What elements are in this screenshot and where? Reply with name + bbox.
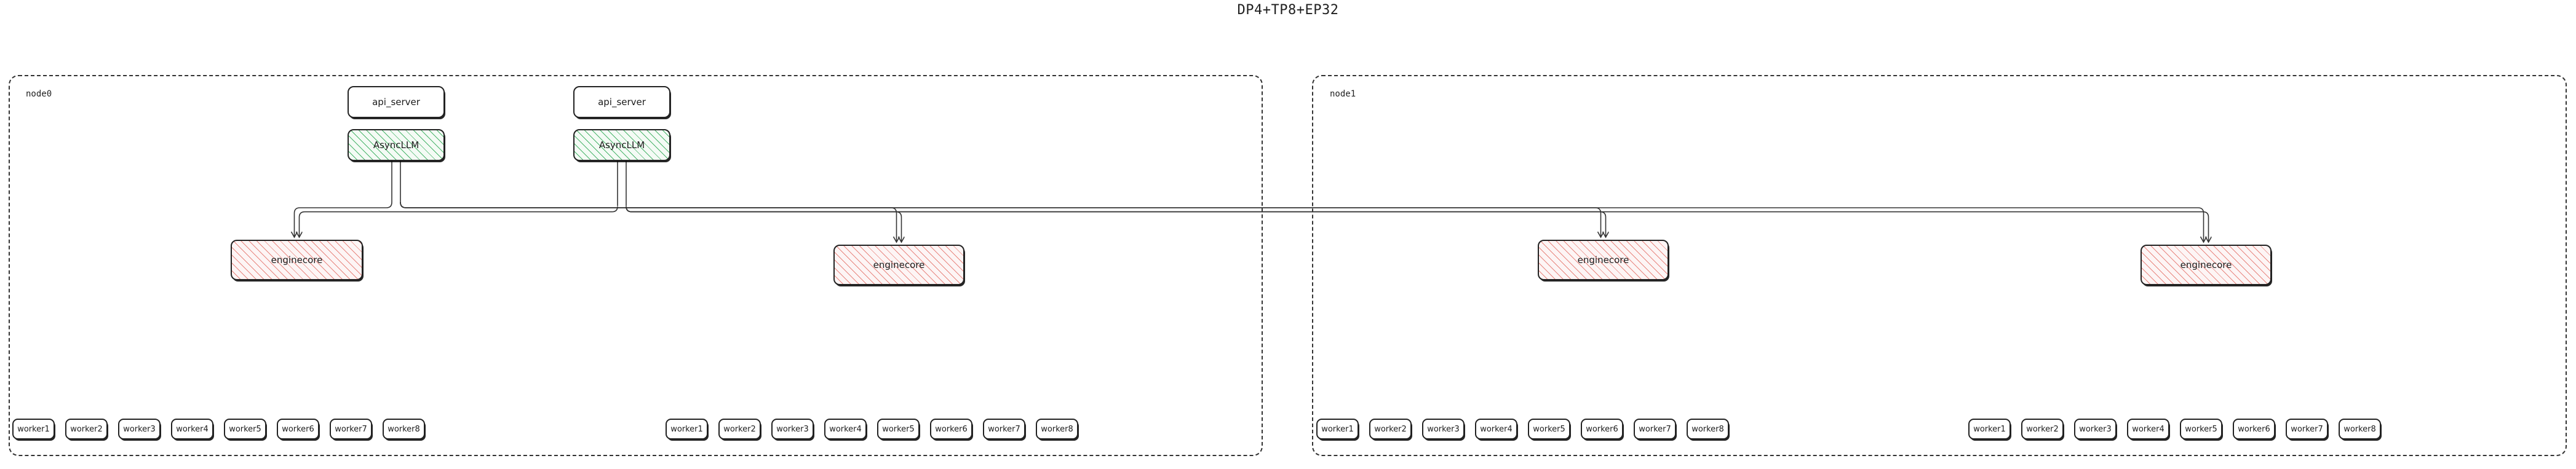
node-worker-wg3-8[interactable]: worker8 (2339, 419, 2381, 439)
node-worker-wg1-6[interactable]: worker6 (930, 419, 972, 439)
node-worker-wg0-6[interactable]: worker6 (277, 419, 319, 439)
worker-label: worker7 (1639, 424, 1671, 434)
page-title: DP4+TP8+EP32 (1237, 2, 1339, 18)
worker-label: worker4 (176, 424, 209, 434)
node-label: enginecore (1577, 254, 1629, 266)
node-worker-wg0-1[interactable]: worker1 (12, 419, 55, 439)
node-worker-wg2-2[interactable]: worker2 (1369, 419, 1412, 439)
cluster-label-node0: node0 (26, 89, 52, 99)
node-worker-wg3-4[interactable]: worker4 (2127, 419, 2169, 439)
worker-label: worker2 (70, 424, 103, 434)
node-asyncllm-all0[interactable]: AsyncLLM (348, 129, 445, 161)
cluster-node0 (9, 75, 1263, 456)
worker-label: worker2 (723, 424, 756, 434)
node-worker-wg2-3[interactable]: worker3 (1422, 419, 1465, 439)
node-worker-wg1-3[interactable]: worker3 (771, 419, 814, 439)
node-worker-wg2-8[interactable]: worker8 (1687, 419, 1729, 439)
worker-label: worker3 (776, 424, 809, 434)
node-api_server-api1[interactable]: api_server (573, 86, 670, 118)
worker-label: worker8 (388, 424, 420, 434)
node-label: api_server (372, 97, 420, 108)
worker-label: worker2 (2026, 424, 2059, 434)
worker-label: worker1 (1321, 424, 1354, 434)
worker-label: worker5 (882, 424, 915, 434)
node-worker-wg3-6[interactable]: worker6 (2233, 419, 2275, 439)
worker-label: worker4 (1480, 424, 1513, 434)
node-enginecore-ec2[interactable]: enginecore (1538, 240, 1669, 280)
worker-label: worker5 (2185, 424, 2217, 434)
node-worker-wg3-2[interactable]: worker2 (2021, 419, 2064, 439)
node-worker-wg3-7[interactable]: worker7 (2286, 419, 2328, 439)
node-worker-wg1-1[interactable]: worker1 (666, 419, 708, 439)
worker-label: worker6 (935, 424, 968, 434)
worker-label: worker5 (229, 424, 261, 434)
node-api_server-api0[interactable]: api_server (348, 86, 445, 118)
worker-label: worker6 (1586, 424, 1618, 434)
node-worker-wg0-2[interactable]: worker2 (65, 419, 108, 439)
node-worker-wg3-1[interactable]: worker1 (1968, 419, 2011, 439)
node-worker-wg1-7[interactable]: worker7 (983, 419, 1025, 439)
node-worker-wg1-8[interactable]: worker8 (1036, 419, 1078, 439)
worker-label: worker3 (1427, 424, 1460, 434)
node-worker-wg0-8[interactable]: worker8 (383, 419, 425, 439)
worker-label: worker7 (2291, 424, 2323, 434)
node-worker-wg2-7[interactable]: worker7 (1634, 419, 1676, 439)
node-worker-wg1-4[interactable]: worker4 (824, 419, 867, 439)
node-label: AsyncLLM (598, 140, 645, 151)
worker-label: worker8 (1691, 424, 1724, 434)
node-worker-wg0-3[interactable]: worker3 (118, 419, 161, 439)
worker-label: worker1 (670, 424, 703, 434)
worker-label: worker7 (988, 424, 1020, 434)
node-worker-wg0-7[interactable]: worker7 (330, 419, 372, 439)
worker-label: worker1 (17, 424, 50, 434)
node-label: enginecore (271, 254, 323, 266)
node-worker-wg2-5[interactable]: worker5 (1528, 419, 1570, 439)
node-worker-wg3-5[interactable]: worker5 (2180, 419, 2222, 439)
worker-label: worker3 (123, 424, 156, 434)
node-asyncllm-all1[interactable]: AsyncLLM (573, 129, 670, 161)
worker-label: worker7 (335, 424, 367, 434)
node-worker-wg2-4[interactable]: worker4 (1475, 419, 1517, 439)
worker-label: worker4 (2132, 424, 2165, 434)
worker-label: worker2 (1374, 424, 1407, 434)
node-label: enginecore (873, 259, 925, 270)
node-enginecore-ec0[interactable]: enginecore (231, 240, 363, 280)
worker-label: worker3 (2079, 424, 2112, 434)
node-label: enginecore (2180, 259, 2232, 270)
worker-label: worker8 (1041, 424, 1073, 434)
node-enginecore-ec1[interactable]: enginecore (833, 245, 964, 285)
cluster-label-node1: node1 (1330, 89, 1356, 99)
node-label: AsyncLLM (373, 140, 419, 151)
node-worker-wg2-6[interactable]: worker6 (1581, 419, 1623, 439)
cluster-node1 (1312, 75, 2567, 456)
node-worker-wg1-5[interactable]: worker5 (877, 419, 920, 439)
node-worker-wg0-5[interactable]: worker5 (224, 419, 266, 439)
node-worker-wg2-1[interactable]: worker1 (1316, 419, 1359, 439)
node-worker-wg1-2[interactable]: worker2 (718, 419, 761, 439)
worker-label: worker6 (2238, 424, 2270, 434)
node-worker-wg0-4[interactable]: worker4 (171, 419, 213, 439)
worker-label: worker4 (829, 424, 862, 434)
node-enginecore-ec3[interactable]: enginecore (2141, 245, 2272, 285)
node-worker-wg3-3[interactable]: worker3 (2074, 419, 2117, 439)
worker-label: worker1 (1973, 424, 2006, 434)
node-label: api_server (598, 97, 646, 108)
worker-label: worker5 (1533, 424, 1565, 434)
worker-label: worker6 (282, 424, 314, 434)
worker-label: worker8 (2343, 424, 2376, 434)
